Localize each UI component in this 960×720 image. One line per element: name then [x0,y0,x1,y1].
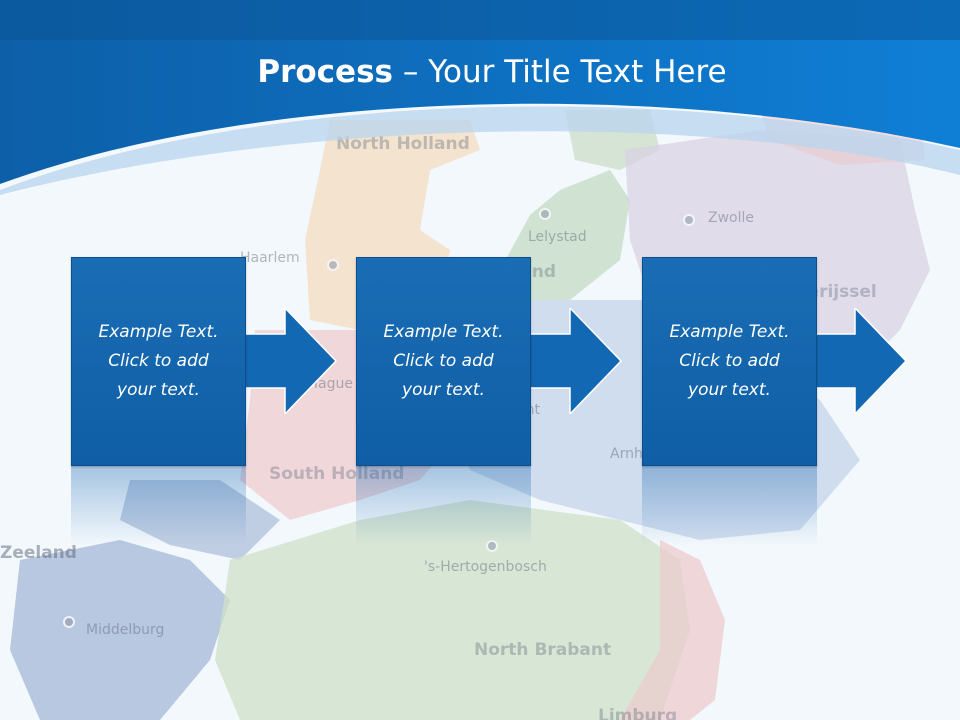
map-region-zeeland [10,540,230,720]
step-1-line-3: your text. [117,380,200,400]
map-label-haarlem: Haarlem [240,250,300,266]
step-3-line-1: Example Text. [669,322,790,342]
header-band [0,0,960,195]
map-region-zeeland-north [120,480,280,560]
title-bold-word: Process [257,54,393,90]
step-1-line-2: Click to add [108,351,209,371]
city-dot-hertogenbosch [486,540,498,552]
step-3-line-2: Click to add [679,351,780,371]
step-2-line-1: Example Text. [383,322,504,342]
step-2-arrow [525,308,623,414]
step-2-text[interactable]: Example Text. Click to add your text. [375,318,511,405]
map-label-lelystad: Lelystad [528,229,587,245]
step-2-box[interactable]: Example Text. Click to add your text. [356,257,531,466]
step-2-line-2: Click to add [393,351,494,371]
step-3-arrow [810,308,908,414]
city-dot-middelburg [63,616,75,628]
title-rest: – Your Title Text Here [393,54,727,90]
map-label-utrecht: Utrecht [528,402,540,418]
slide-title[interactable]: Process – Your Title Text Here [0,54,960,90]
city-dot-zwolle [683,214,695,226]
step-3-text[interactable]: Example Text. Click to add your text. [661,318,797,405]
map-region-limburg [620,540,725,720]
map-label-zwolle: Zwolle [708,210,754,226]
header-light-arc [0,106,960,195]
step-1-text[interactable]: Example Text. Click to add your text. [90,318,226,405]
map-region-flevoland [500,170,630,300]
step-2-line-3: your text. [402,380,485,400]
map-region-north-brabant [215,500,690,720]
city-dot-lelystad [539,208,551,220]
step-3-reflection [642,466,817,546]
map-label-north-holland: North Holland [336,134,470,154]
map-label-south-holland: South Holland [269,464,405,484]
map-label-limburg: Limburg [598,706,678,720]
map-label-middelburg: Middelburg [86,622,165,638]
map-label-arnhem: Arnhem [610,446,642,462]
step-1-arrow [240,308,338,414]
header-blue-shape [0,0,960,184]
step-1-reflection [71,466,246,546]
map-label-hertogenbosch: 's-Hertogenbosch [424,559,547,575]
step-3-line-3: your text. [688,380,771,400]
step-1-line-1: Example Text. [98,322,219,342]
header-top-shade [0,0,960,40]
map-label-north-brabant: North Brabant [474,640,612,660]
step-2-reflection [356,466,531,546]
step-3-box[interactable]: Example Text. Click to add your text. [642,257,817,466]
map-label-zeeland: Zeeland [0,543,77,563]
city-dot-haarlem [327,259,339,271]
step-1-box[interactable]: Example Text. Click to add your text. [71,257,246,466]
